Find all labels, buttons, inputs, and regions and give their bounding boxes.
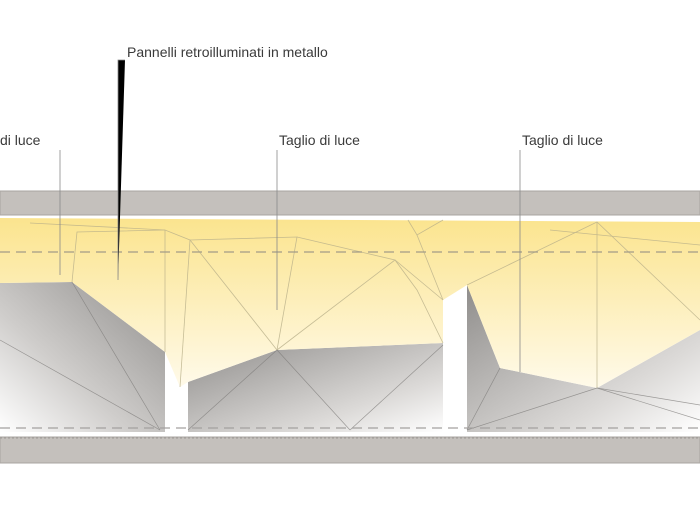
- shadow-facet-lines: [0, 281, 700, 431]
- label-light-cut-middle: Taglio di luce: [279, 132, 360, 148]
- backlit-panels: [0, 218, 700, 388]
- bottom-slab: [0, 436, 700, 464]
- leader-lines: [59, 59, 521, 372]
- shadow-panel-mid: [188, 343, 443, 432]
- shadow-panel-left: [0, 282, 165, 432]
- label-light-cut-left: di luce: [0, 132, 41, 148]
- facet-lines: [29, 219, 700, 388]
- label-backlit-panels: Pannelli retroilluminati in metallo: [127, 44, 328, 60]
- label-light-cut-right: Taglio di luce: [522, 132, 603, 148]
- top-slab: [0, 190, 700, 216]
